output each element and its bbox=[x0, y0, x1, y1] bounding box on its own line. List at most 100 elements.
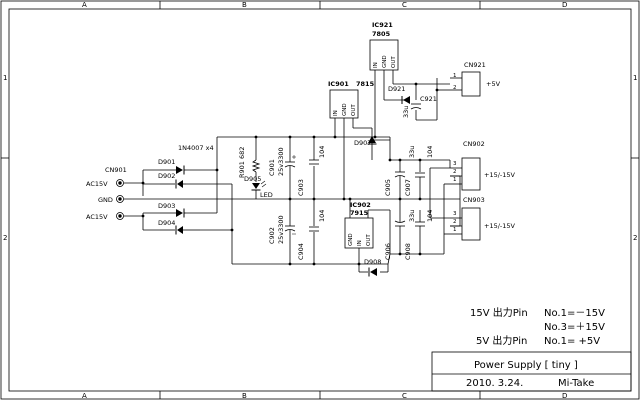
ic902-body bbox=[344, 217, 374, 249]
ic901-pin-gnd: GND bbox=[342, 103, 348, 116]
junctions bbox=[141, 82, 439, 266]
diode-d902 bbox=[160, 179, 186, 189]
cn902-voltage: +15/-15V bbox=[484, 171, 516, 179]
zone-col-a-bottom: A bbox=[82, 392, 87, 400]
capacitor-c908 bbox=[415, 220, 425, 232]
capacitor-c905 bbox=[394, 171, 406, 182]
cn903-pin-1: 1 bbox=[453, 227, 457, 233]
capacitor-c921 bbox=[410, 103, 422, 110]
d921-label: D921 bbox=[388, 85, 405, 93]
title-block-title: Power Supply [ tiny ] bbox=[474, 360, 578, 371]
ic901-part: 7815 bbox=[356, 80, 375, 88]
note-15v-pin1: No.1=－15V bbox=[544, 308, 605, 319]
c903-value: 104 bbox=[318, 146, 326, 158]
c901-label: C901 bbox=[268, 159, 276, 176]
zone-col-c: C bbox=[402, 1, 407, 9]
c907-value: 104 bbox=[426, 146, 434, 158]
diodes-note: 1N4007 x4 bbox=[178, 144, 214, 152]
d904-label: D904 bbox=[158, 219, 175, 227]
diode-d907 bbox=[367, 136, 377, 145]
zone-col-c-bottom: C bbox=[402, 392, 407, 400]
d901-label: D901 bbox=[158, 158, 175, 166]
c903-label: C903 bbox=[297, 179, 305, 196]
note-5v-pin1: No.1= +5V bbox=[544, 336, 600, 347]
c921-value: 33u bbox=[402, 106, 410, 118]
cn902-pin-2: 2 bbox=[453, 169, 457, 175]
cn903-voltage: +15/-15V bbox=[484, 222, 516, 230]
d907-label: D907 bbox=[354, 139, 371, 147]
c921-label: C921 bbox=[420, 95, 437, 103]
gnd-label: GND bbox=[98, 196, 113, 204]
cn921-label: CN921 bbox=[464, 61, 486, 69]
cn903-body bbox=[461, 207, 481, 241]
zone-row-2-right: 2 bbox=[633, 234, 637, 242]
c907-label: C907 bbox=[404, 179, 412, 196]
capacitor-c906 bbox=[394, 220, 406, 232]
cn902-pin-1: 1 bbox=[453, 177, 457, 183]
c904-label: C904 bbox=[297, 243, 305, 260]
ac15v-top-label: AC15V bbox=[86, 180, 108, 188]
note-15v-pin3: No.3=＋15V bbox=[544, 322, 605, 333]
diode-d904 bbox=[160, 225, 186, 235]
c902-value: 25v3300 bbox=[277, 215, 285, 244]
ic921-part: 7805 bbox=[372, 30, 391, 38]
zone-row-1-right: 1 bbox=[633, 74, 637, 82]
zone-col-d-bottom: D bbox=[562, 392, 567, 400]
ic902-pin-out: OUT bbox=[366, 234, 372, 246]
ic902-part: 7915 bbox=[350, 209, 369, 217]
capacitor-c907 bbox=[415, 172, 425, 182]
capacitor-c903 bbox=[309, 159, 319, 165]
ic901-pin-in: IN bbox=[333, 110, 339, 116]
ic901-pin-out: OUT bbox=[351, 104, 357, 116]
c906-value: 33u bbox=[408, 210, 416, 222]
pin-notes: 15V 出力Pin No.1=－15V No.3=＋15V 5V 出力Pin N… bbox=[470, 306, 605, 347]
zone-col-b-bottom: B bbox=[242, 392, 247, 400]
diode-d901 bbox=[160, 165, 186, 175]
title-block-date: 2010. 3.24. bbox=[466, 378, 523, 389]
led-d905 bbox=[251, 180, 267, 194]
d902-label: D902 bbox=[158, 172, 175, 180]
diode-d908 bbox=[365, 267, 377, 277]
c904-value: 104 bbox=[318, 210, 326, 222]
ic921-pin-gnd: GND bbox=[382, 55, 388, 68]
cn902-label: CN902 bbox=[463, 140, 485, 148]
cn901-label: CN901 bbox=[105, 166, 127, 174]
c906-label: C906 bbox=[384, 243, 392, 260]
diode-d903 bbox=[160, 208, 186, 218]
c905-label: C905 bbox=[384, 179, 392, 196]
zone-row-1: 1 bbox=[3, 74, 7, 82]
ic902-ref: IC902 bbox=[350, 201, 371, 209]
title-block-author: Mi-Take bbox=[558, 378, 594, 389]
zone-labels: A B C D A B C D 1 2 1 2 bbox=[3, 1, 637, 400]
cn902-pin-3: 3 bbox=[453, 161, 457, 167]
c908-value: 104 bbox=[426, 210, 434, 222]
led-label: LED bbox=[260, 191, 273, 199]
ic921-body bbox=[369, 39, 399, 71]
cn903-label: CN903 bbox=[463, 196, 485, 204]
ic901-ref: IC901 bbox=[328, 80, 349, 88]
ic921-pin-in: IN bbox=[373, 62, 379, 68]
cn921-pin-1: 1 bbox=[453, 73, 457, 79]
capacitor-c904 bbox=[309, 226, 319, 232]
ic921-pin-out: OUT bbox=[391, 56, 397, 68]
cn921-voltage: +5V bbox=[486, 80, 501, 88]
zone-col-d: D bbox=[562, 1, 567, 9]
c908-label: C908 bbox=[404, 243, 412, 260]
d903-label: D903 bbox=[158, 202, 175, 210]
c902-label: C902 bbox=[268, 227, 276, 244]
capacitor-c902 bbox=[284, 224, 296, 236]
c901-value: 25v3300 bbox=[277, 147, 285, 176]
cn921-body bbox=[461, 71, 481, 97]
zone-col-b: B bbox=[242, 1, 247, 9]
d905-label: D905 bbox=[244, 175, 261, 183]
cn903-pin-3: 3 bbox=[453, 211, 457, 217]
resistor-r901 bbox=[251, 159, 261, 173]
note-15v-label: 15V 出力Pin bbox=[470, 306, 528, 319]
cn902-body bbox=[461, 157, 481, 191]
diode-d921 bbox=[401, 96, 410, 104]
zone-col-a: A bbox=[82, 1, 87, 9]
ic921-ref: IC921 bbox=[372, 21, 393, 29]
r901-label: R901 682 bbox=[238, 147, 246, 178]
ic901-body bbox=[329, 89, 359, 119]
